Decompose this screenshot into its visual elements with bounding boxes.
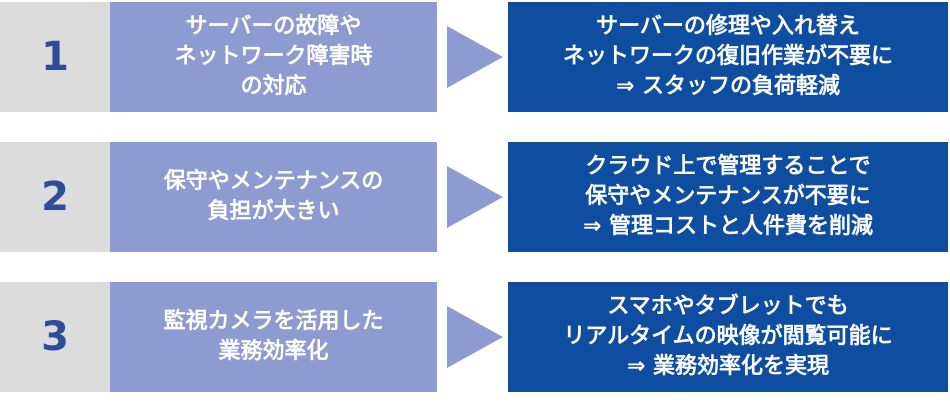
row-1: 1 サーバーの故障や ネットワーク障害時 の対応 サーバーの修理や入れ替え ネッ…	[0, 2, 950, 112]
row-number: 3	[0, 282, 110, 392]
arrow-right-icon	[447, 306, 503, 368]
problem-box: 保守やメンテナンスの 負担が大きい	[110, 142, 437, 252]
solution-box: クラウド上で管理することで 保守やメンテナンスが不要に ⇒ 管理コストと人件費を…	[508, 142, 948, 252]
solution-box: スマホやタブレットでも リアルタイムの映像が閲覧可能に ⇒ 業務効率化を実現	[508, 282, 948, 392]
arrow-right-icon	[447, 26, 503, 88]
row-3: 3 監視カメラを活用した 業務効率化 スマホやタブレットでも リアルタイムの映像…	[0, 282, 950, 392]
arrow-right-icon	[447, 166, 503, 228]
problem-box: 監視カメラを活用した 業務効率化	[110, 282, 437, 392]
problem-box: サーバーの故障や ネットワーク障害時 の対応	[110, 2, 437, 112]
row-number: 1	[0, 2, 110, 112]
solution-box: サーバーの修理や入れ替え ネットワークの復旧作業が不要に ⇒ スタッフの負荷軽減	[508, 2, 948, 112]
row-number: 2	[0, 142, 110, 252]
row-2: 2 保守やメンテナンスの 負担が大きい クラウド上で管理することで 保守やメンテ…	[0, 142, 950, 252]
